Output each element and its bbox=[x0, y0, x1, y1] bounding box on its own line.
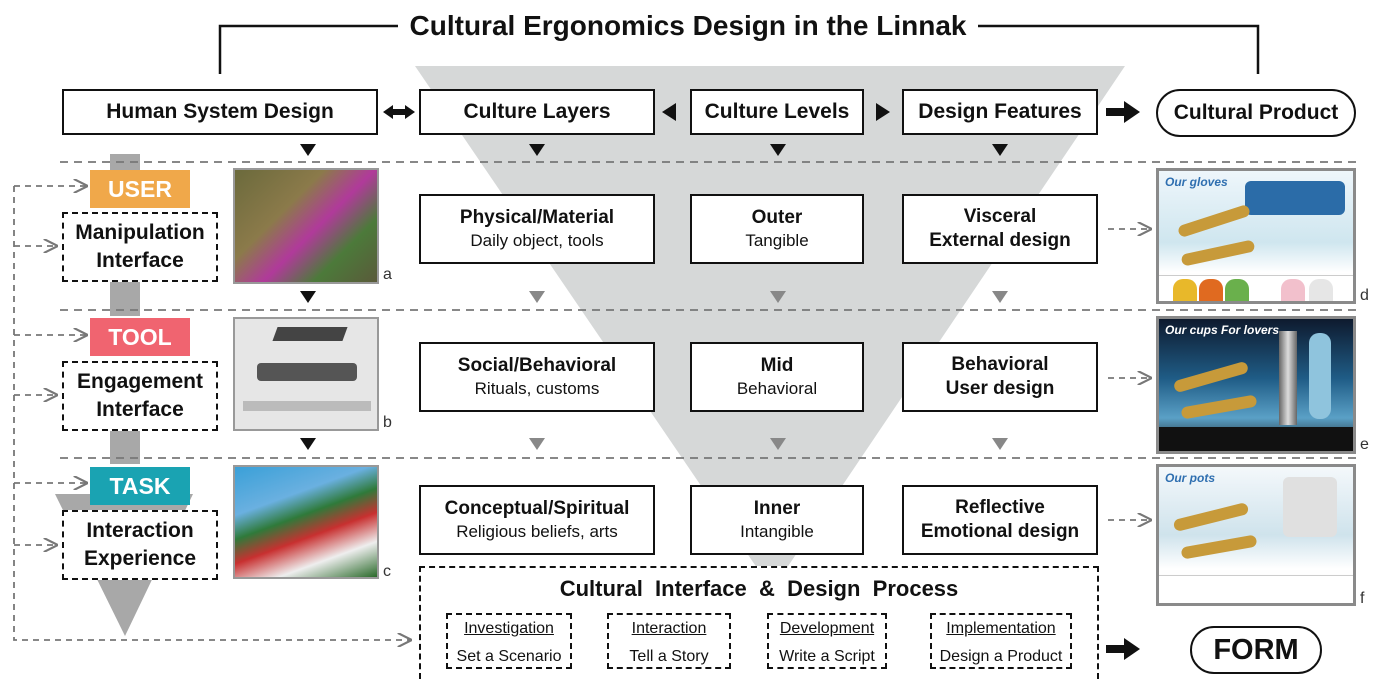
form-pill: FORM bbox=[1190, 626, 1322, 674]
photo-label-a: a bbox=[383, 266, 392, 283]
tag-user: USER bbox=[90, 170, 190, 208]
product-cups: Our cups For lovers bbox=[1156, 316, 1356, 454]
header-culture-levels: Culture Levels bbox=[690, 89, 864, 135]
tag-tool: TOOL bbox=[90, 318, 190, 356]
photo-label-b: b bbox=[383, 414, 392, 431]
photo-label-c: c bbox=[383, 563, 391, 580]
product-label-e: e bbox=[1360, 436, 1369, 453]
header-cultural-product: Cultural Product bbox=[1156, 89, 1356, 137]
process-title: Cultural Interface & Design Process bbox=[559, 576, 959, 601]
header-culture-layers: Culture Layers bbox=[419, 89, 655, 135]
header-human-system-design: Human System Design bbox=[62, 89, 378, 135]
product-gloves: Our gloves bbox=[1156, 168, 1356, 304]
tag-task: TASK bbox=[90, 467, 190, 505]
diagram-title: Cultural Ergonomics Design in the Linnak bbox=[0, 8, 1376, 44]
header-design-features: Design Features bbox=[902, 89, 1098, 135]
photo-linnak-usage bbox=[233, 168, 379, 284]
photo-linnak-objects bbox=[233, 317, 379, 431]
product-label-d: d bbox=[1360, 287, 1369, 304]
product-label-f: f bbox=[1360, 590, 1365, 607]
product-pots: Our pots bbox=[1156, 464, 1356, 606]
photo-linnak-ceremony bbox=[233, 465, 379, 579]
